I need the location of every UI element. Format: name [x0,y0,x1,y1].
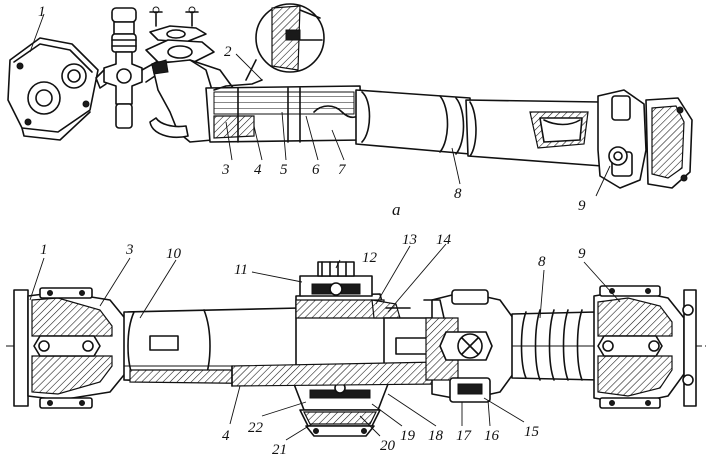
callout-21-b: 21 [272,442,287,457]
callout-8-a: 8 [454,186,462,202]
callout-12-b: 12 [362,250,378,266]
view-a-leader-lines [29,13,611,197]
left-flange-yoke-part [13,287,129,409]
flange-yoke-part [7,37,99,141]
spider-cross-part [95,7,165,129]
callout-18-b: 18 [428,428,444,444]
view-a-caption: a [392,200,401,219]
callout-2-a: 2 [224,44,232,60]
callout-19-b: 19 [400,428,416,444]
rear-yoke-part [597,89,693,189]
view-b-callouts-top: 1 3 10 11 12 13 14 8 9 [40,232,586,278]
callout-11-b: 11 [234,262,248,278]
view-b-leader-lines [29,243,621,441]
callout-1-b: 1 [40,242,48,258]
callout-9-a: 9 [578,198,586,214]
retainer-plate-part [145,6,215,63]
callout-9-b: 9 [578,246,586,262]
callout-15-b: 15 [524,424,540,440]
callout-16-b: 16 [484,428,500,444]
callout-3-a: 3 [221,162,230,178]
middle-universal-joint-part [423,289,517,403]
callout-4-a: 4 [254,162,262,178]
callout-14-b: 14 [436,232,452,248]
callout-17-b: 17 [456,428,473,444]
callout-10-b: 10 [166,246,182,262]
callout-1-a: 1 [38,4,46,20]
callout-13-b: 13 [402,232,417,248]
right-yoke-flange-part [593,285,697,409]
callout-7-a: 7 [338,162,347,178]
callout-4-b: 4 [222,428,230,444]
view-b-shaft-section: 1 3 10 11 12 13 14 8 9 4 22 21 20 19 18 … [6,232,706,457]
shaft-tube-part [205,79,603,167]
callout-3-b: 3 [125,242,134,258]
callout-20-b: 20 [380,438,396,454]
view-b-callouts-bottom: 4 22 21 20 19 18 17 16 15 [222,420,540,457]
callout-5-a: 5 [280,162,288,178]
view-a-callouts: 1 2 3 4 5 6 7 8 9 [38,4,586,214]
callout-22-b: 22 [248,420,264,436]
callout-8-b: 8 [538,254,546,270]
view-a-shaft-perspective: 1 2 3 4 5 6 7 8 9 a [7,3,693,219]
dust-boot-part [511,309,601,381]
callout-6-a: 6 [312,162,320,178]
detail-magnifier [245,3,325,81]
